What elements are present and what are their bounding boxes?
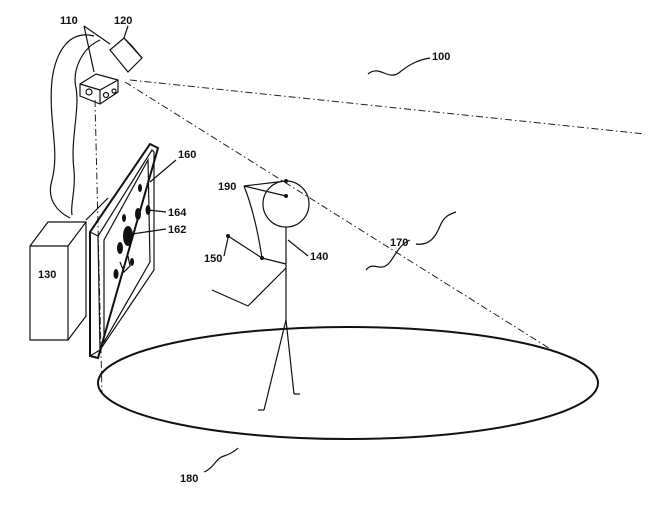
floor-area xyxy=(98,327,598,439)
user-stick-figure xyxy=(212,179,309,410)
label-130: 130 xyxy=(38,269,56,281)
label-190: 190 xyxy=(218,181,236,193)
display-screen xyxy=(90,144,158,358)
depth-sensor-icon xyxy=(80,74,118,104)
camera-icon xyxy=(110,38,142,72)
label-162: 162 xyxy=(168,224,186,236)
label-100: 100 xyxy=(432,51,450,63)
label-150: 150 xyxy=(204,253,222,265)
sensor-cable-2 xyxy=(72,40,100,215)
sensor-cable xyxy=(50,35,94,218)
label-140: 140 xyxy=(310,251,328,263)
label-160: 160 xyxy=(178,149,196,161)
label-120: 120 xyxy=(114,15,132,27)
label-110: 110 xyxy=(60,15,78,27)
label-180: 180 xyxy=(180,473,198,485)
label-164: 164 xyxy=(168,207,187,219)
leader-lines xyxy=(84,26,456,472)
field-of-view-lines xyxy=(95,80,645,394)
label-170: 170 xyxy=(390,237,408,249)
